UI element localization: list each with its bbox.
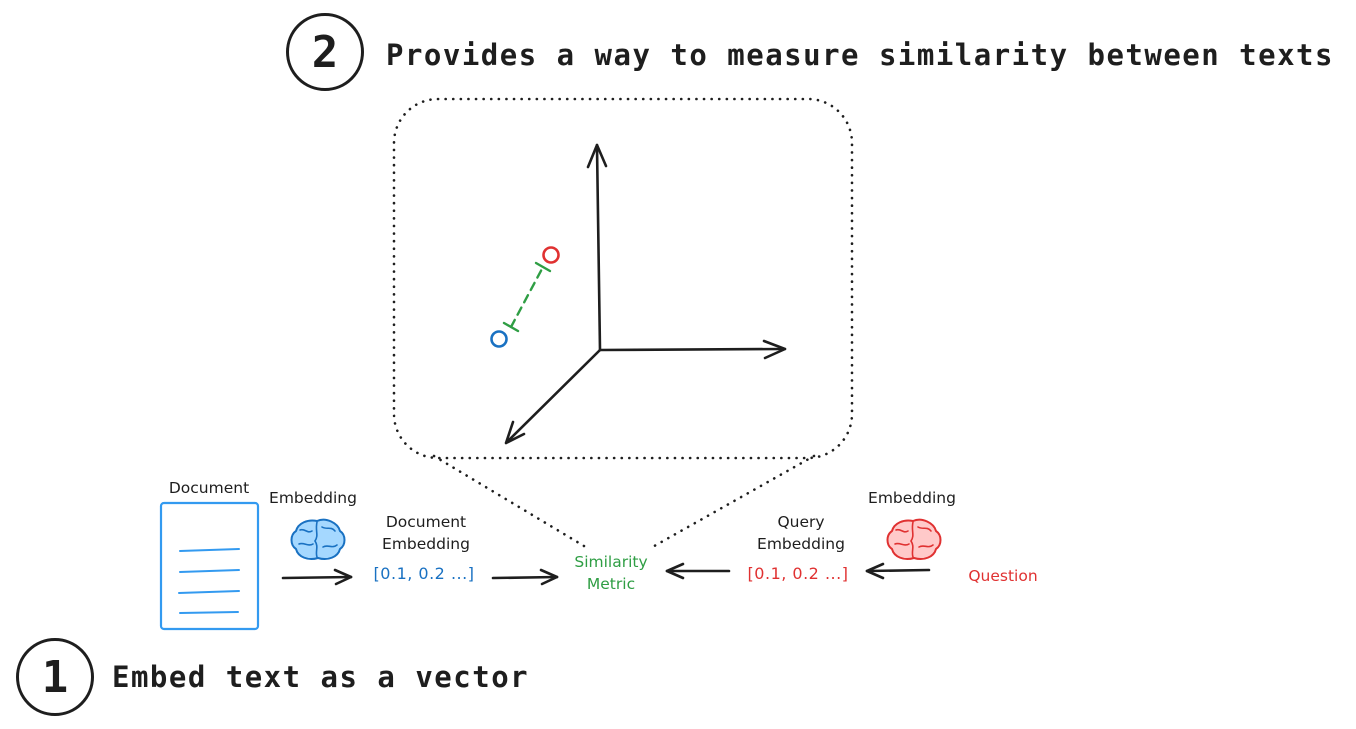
arrow-vector-to-similarity [491, 568, 559, 586]
query-point-icon [542, 246, 560, 264]
step-2-label: Provides a way to measure similarity bet… [386, 38, 1334, 72]
document-point-icon [490, 330, 508, 348]
embedding-right-label: Embedding [868, 489, 956, 507]
step-1-label: Embed text as a vector [112, 660, 530, 694]
document-icon [159, 501, 260, 631]
zoom-callout-bubble [392, 97, 854, 551]
step-1-number: 1 [41, 651, 69, 703]
document-embedding-label: Document Embedding [382, 513, 470, 553]
query-embedding-label: Query Embedding [757, 513, 845, 553]
arrow-query-vector-to-similarity [665, 562, 731, 580]
query-vector-value: [0.1, 0.2 ...] [747, 564, 849, 583]
step-2-number: 2 [311, 26, 339, 78]
arrow-question-to-query-vector [865, 562, 931, 580]
embedding-brain-pink-icon [886, 518, 942, 560]
document-vector-value: [0.1, 0.2 ...] [373, 564, 475, 583]
arrow-document-embedding-to-vector [281, 568, 353, 586]
vector-space-axes-icon [504, 143, 787, 445]
embedding-left-label: Embedding [269, 489, 357, 507]
step-1-badge: 1 [16, 638, 94, 716]
distance-measure-icon [502, 261, 552, 333]
step-2-badge: 2 [286, 13, 364, 91]
document-label: Document [168, 479, 250, 497]
question-label: Question [968, 567, 1038, 585]
embedding-brain-blue-icon [290, 518, 346, 560]
similarity-metric-label: Similarity Metric [574, 553, 648, 593]
